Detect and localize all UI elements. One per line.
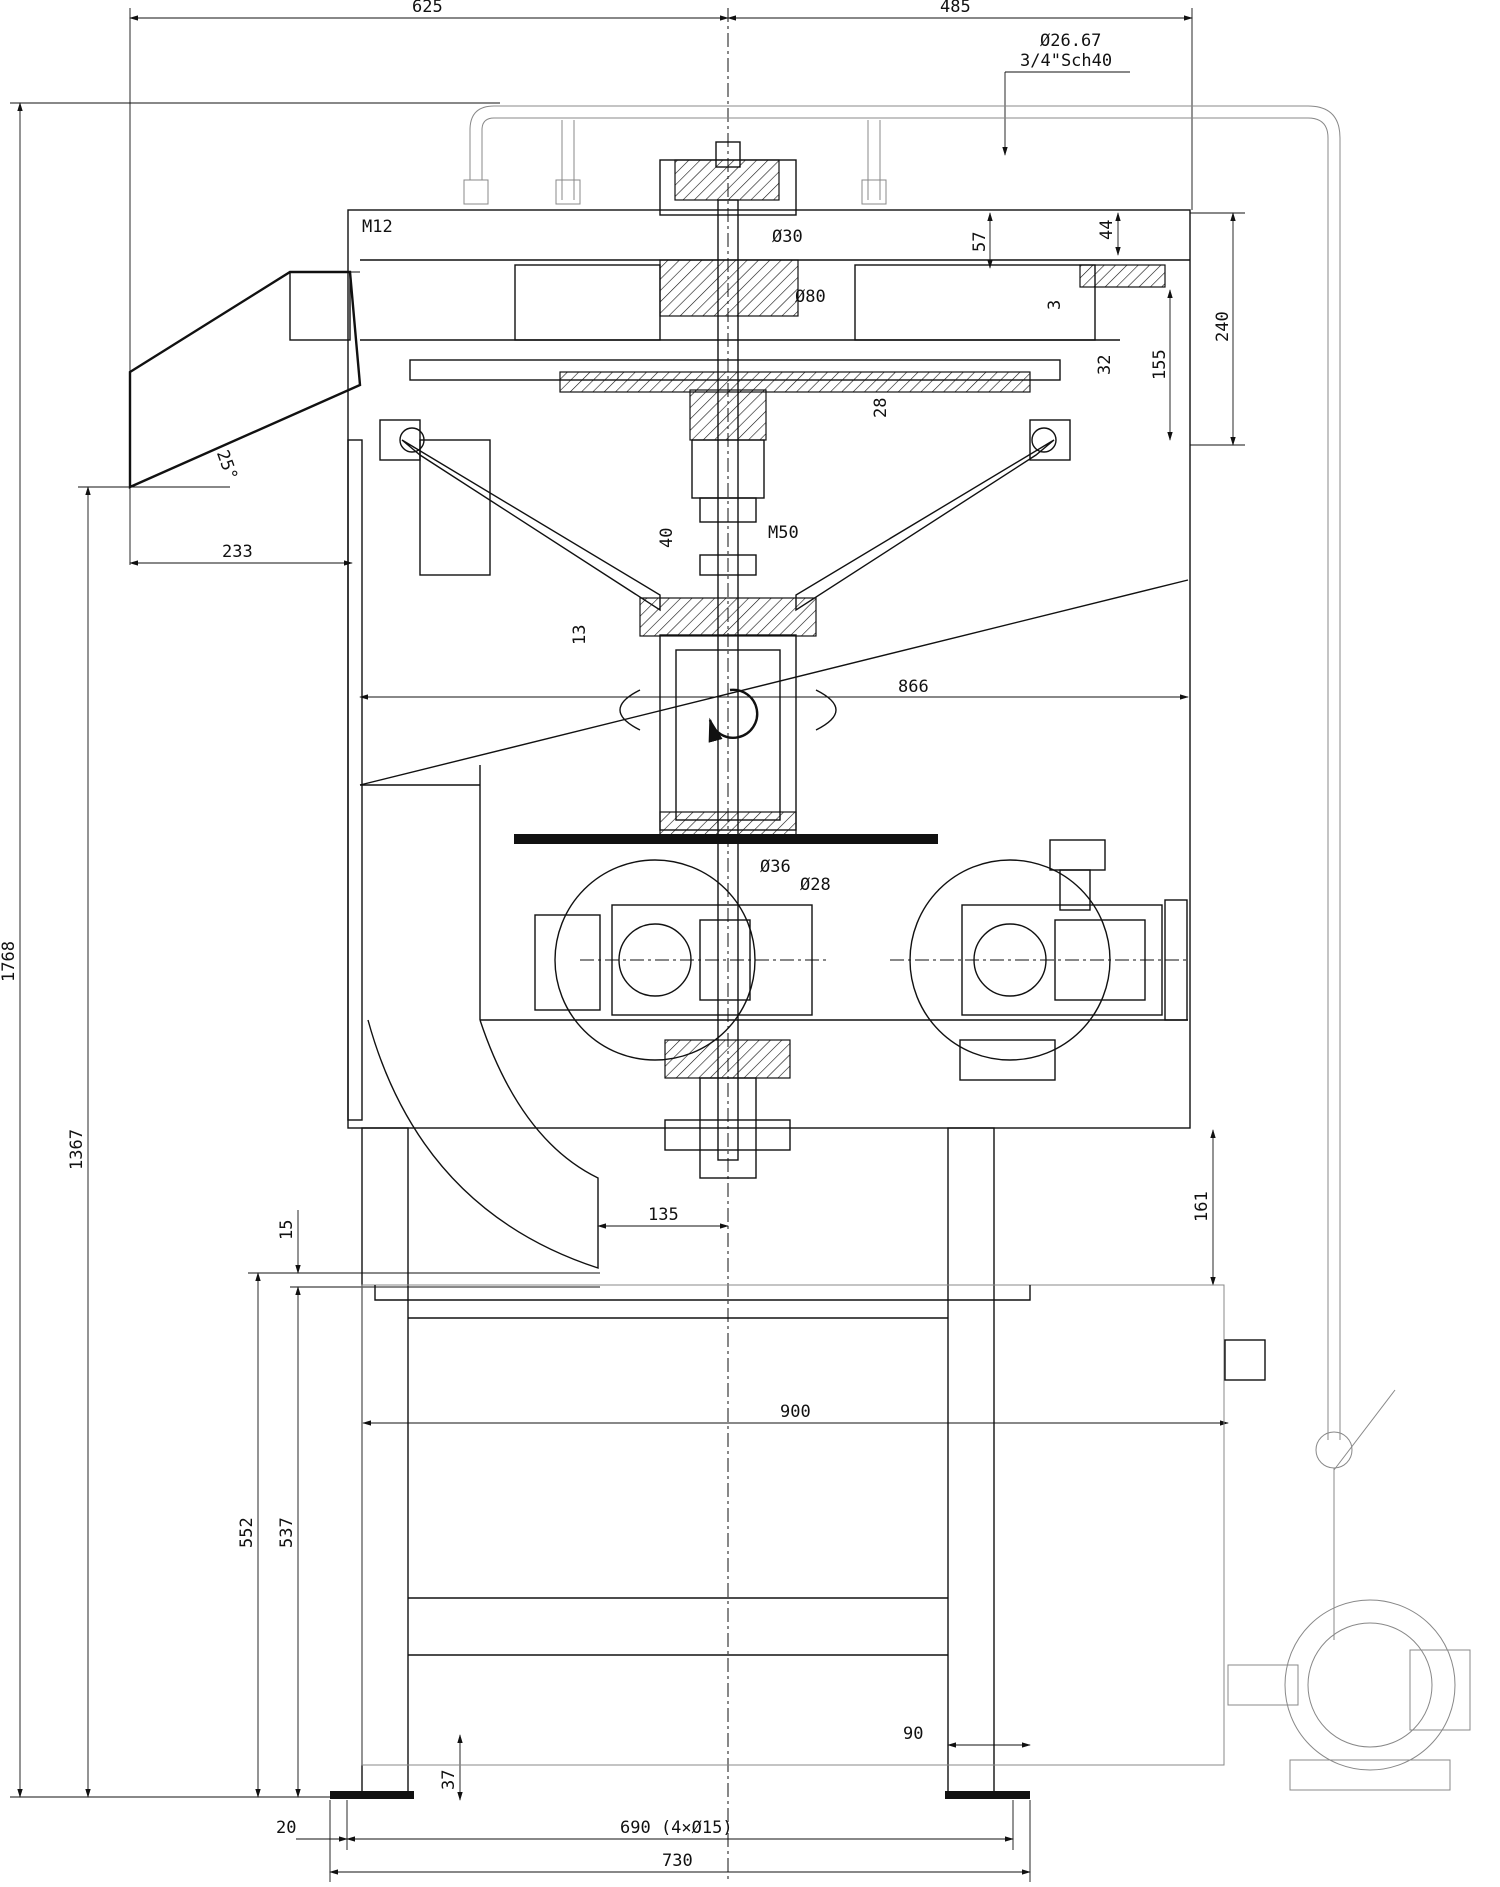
label-552: 552	[237, 1517, 257, 1548]
label-40: 40	[657, 528, 677, 548]
rotor-assembly	[409, 141, 1166, 1161]
label-625: 625	[412, 0, 443, 17]
label-90: 90	[903, 1724, 923, 1744]
label-20: 20	[276, 1818, 296, 1838]
label-485: 485	[940, 0, 971, 17]
label-angle: 25°	[212, 447, 241, 483]
label-1768: 1768	[0, 941, 19, 982]
label-240: 240	[1213, 311, 1233, 342]
pump	[1227, 1599, 1471, 1791]
label-m50: M50	[768, 523, 799, 543]
label-15: 15	[277, 1220, 297, 1240]
label-37: 37	[439, 1770, 459, 1790]
label-13: 13	[570, 625, 590, 645]
label-866: 866	[898, 677, 929, 697]
label-1367: 1367	[67, 1129, 87, 1170]
support-arms	[379, 419, 1071, 612]
label-32: 32	[1095, 355, 1115, 375]
label-dia28: Ø28	[800, 875, 831, 895]
label-161: 161	[1192, 1191, 1212, 1222]
label-135: 135	[648, 1205, 679, 1225]
label-57: 57	[970, 232, 990, 252]
lower-bearing	[664, 1039, 791, 1179]
label-44: 44	[1097, 220, 1117, 240]
label-690: 690 (4×Ø15)	[620, 1818, 733, 1838]
support-frame	[330, 1127, 1266, 1799]
label-dia80: Ø80	[795, 287, 826, 307]
label-28: 28	[871, 398, 891, 418]
label-900: 900	[780, 1402, 811, 1422]
label-537: 537	[277, 1517, 297, 1548]
label-pipe-spec: 3/4"Sch40	[1020, 51, 1112, 71]
gearbox-right	[890, 839, 1190, 1081]
label-pipe-dia: Ø26.67	[1040, 31, 1101, 51]
label-730: 730	[662, 1851, 693, 1871]
gearbox-left	[534, 859, 830, 1061]
label-155: 155	[1150, 349, 1170, 380]
label-233: 233	[222, 542, 253, 562]
dimension-labels: 625 485 Ø26.67 3/4"Sch40 M12 Ø30 Ø80 57 …	[0, 0, 1233, 1871]
center-drum	[514, 597, 938, 844]
label-3: 3	[1045, 300, 1065, 310]
label-m12: M12	[362, 217, 393, 237]
dimension-lines	[10, 8, 1245, 1882]
label-dia30: Ø30	[772, 227, 803, 247]
water-pipe	[463, 105, 1396, 1640]
label-dia36: Ø36	[760, 857, 791, 877]
